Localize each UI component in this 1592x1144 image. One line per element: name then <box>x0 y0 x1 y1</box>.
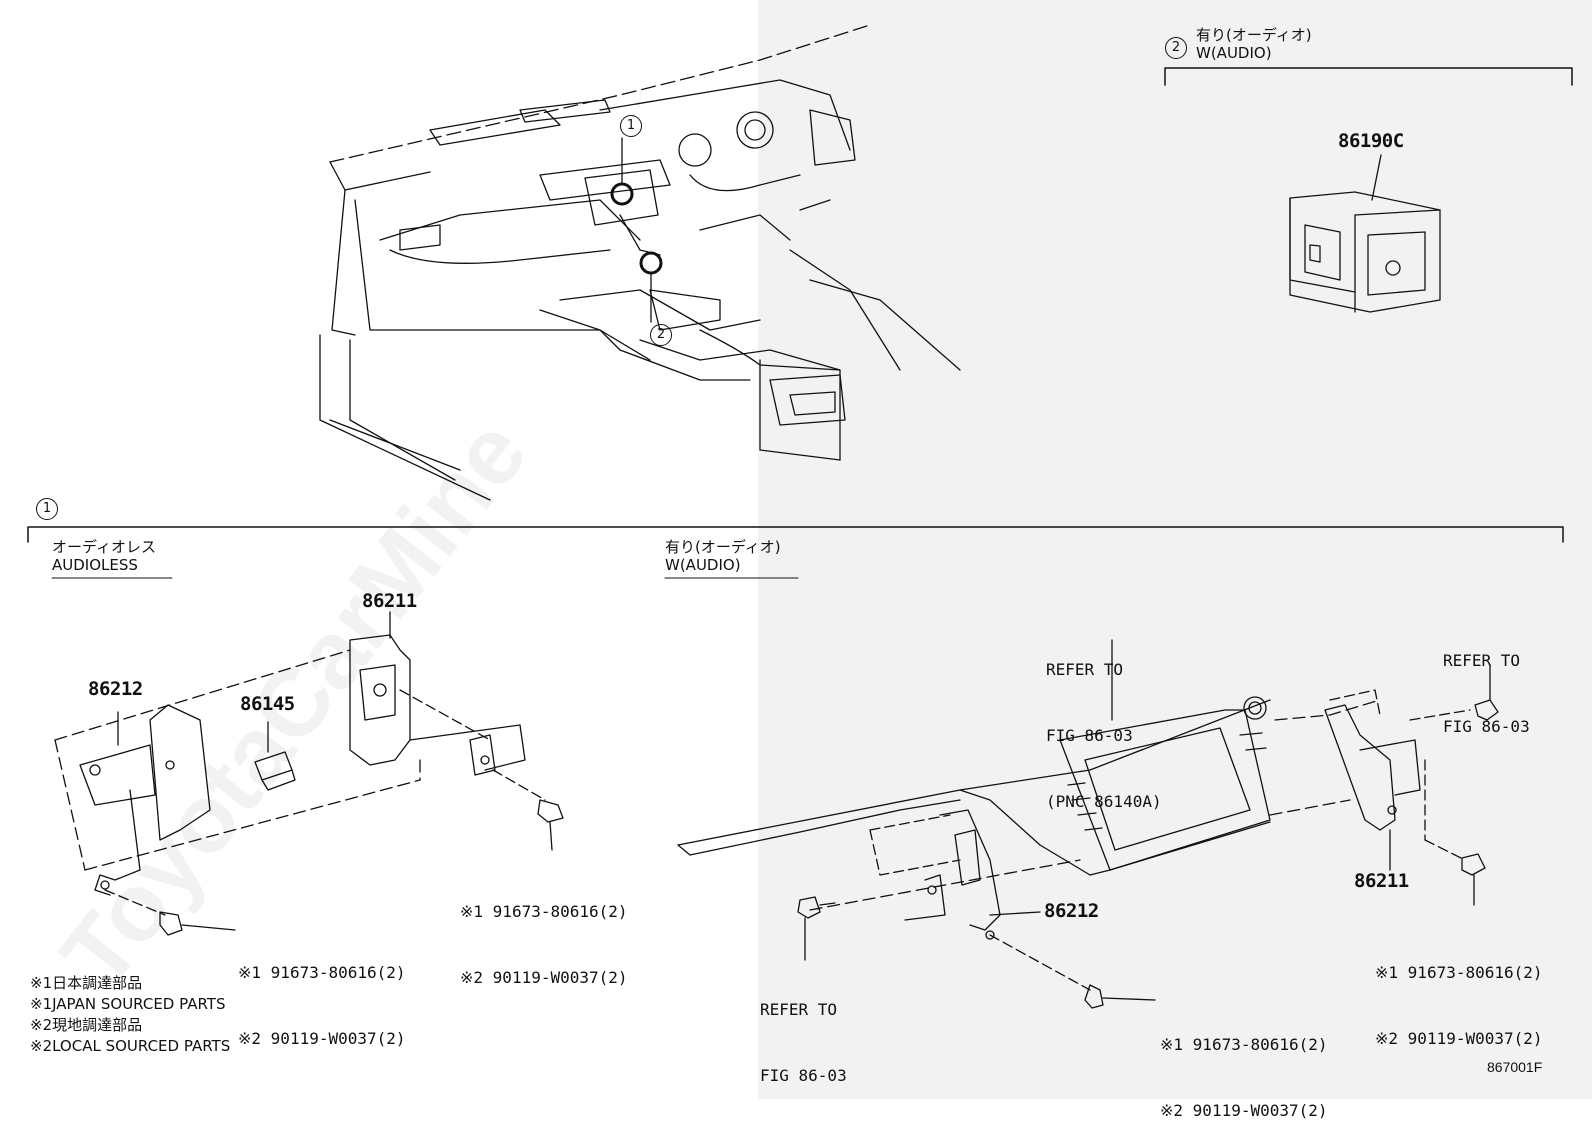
w-audio-label-jp: 有り(オーディオ) <box>665 538 781 556</box>
fastener-notes-right-upper: ※1 91673-80616(2) ※2 90119-W0037(2) <box>1375 918 1543 1072</box>
note-line: ※1 91673-80616(2) <box>1160 1035 1328 1054</box>
note-line: ※1 91673-80616(2) <box>460 902 628 921</box>
part-86190C: 86190C <box>1338 130 1404 152</box>
shaded-panel <box>758 0 1592 1099</box>
legend-line: ※2LOCAL SOURCED PARTS <box>30 1037 231 1055</box>
legend-line: ※1日本調達部品 <box>30 974 143 992</box>
refer-to-fig-right: REFER TO FIG 86-03 <box>1443 606 1530 760</box>
dashboard-illustration <box>319 24 961 501</box>
refer-line: FIG 86-03 <box>1046 726 1133 745</box>
refer-line: REFER TO <box>1443 651 1521 670</box>
note-line: ※1 91673-80616(2) <box>1375 963 1543 982</box>
audioless-label-en: AUDIOLESS <box>52 556 138 574</box>
part-86145: 86145 <box>240 693 295 715</box>
refer-to-fig-center: REFER TO FIG 86-03 (PNC 86140A) <box>1046 615 1162 835</box>
refer-to-fig-left: REFER TO FIG 86-03 <box>760 955 847 1109</box>
note-line: ※2 90119-W0037(2) <box>238 1029 406 1048</box>
audio-label-en: W(AUDIO) <box>1196 44 1272 62</box>
note-line: ※1 91673-80616(2) <box>238 963 406 982</box>
fastener-notes-right-lower: ※1 91673-80616(2) ※2 90119-W0037(2) <box>1160 990 1328 1144</box>
parts-diagram <box>27 24 1573 1009</box>
figure-code: 867001F <box>1487 1059 1543 1075</box>
callout-2-top: 2 <box>650 324 672 346</box>
part-86212-right: 86212 <box>1044 900 1099 922</box>
part-86211-left: 86211 <box>362 590 417 612</box>
fastener-notes-left-lower: ※1 91673-80616(2) ※2 90119-W0037(2) <box>238 918 406 1072</box>
sourcing-legend: ※1日本調達部品 ※1JAPAN SOURCED PARTS ※2現地調達部品 … <box>30 973 230 1057</box>
callout-1-top: 1 <box>620 115 642 137</box>
audioless-label-jp: オーディオレス <box>52 538 156 556</box>
w-audio-label-en: W(AUDIO) <box>665 556 741 574</box>
audio-switch-illustration <box>1164 67 1573 313</box>
callout-1-section: 1 <box>36 498 58 520</box>
section-bracket-bottom <box>27 526 1564 579</box>
note-line: ※2 90119-W0037(2) <box>1375 1029 1543 1048</box>
legend-line: ※1JAPAN SOURCED PARTS <box>30 995 226 1013</box>
audio-label-jp: 有り(オーディオ) <box>1196 26 1312 44</box>
note-line: ※2 90119-W0037(2) <box>1160 1101 1328 1120</box>
refer-line: REFER TO <box>1046 660 1124 679</box>
refer-line: (PNC 86140A) <box>1046 792 1162 811</box>
part-86212-left: 86212 <box>88 678 143 700</box>
refer-line: FIG 86-03 <box>1443 717 1530 736</box>
part-86211-right: 86211 <box>1354 870 1409 892</box>
legend-line: ※2現地調達部品 <box>30 1016 143 1034</box>
refer-line: REFER TO <box>760 1000 838 1019</box>
audio-assembly <box>677 639 1499 1009</box>
note-line: ※2 90119-W0037(2) <box>460 968 628 987</box>
callout-2-section: 2 <box>1165 37 1187 59</box>
fastener-notes-left-upper: ※1 91673-80616(2) ※2 90119-W0037(2) <box>460 857 628 1011</box>
refer-line: FIG 86-03 <box>760 1066 847 1085</box>
audioless-assembly <box>54 611 564 936</box>
